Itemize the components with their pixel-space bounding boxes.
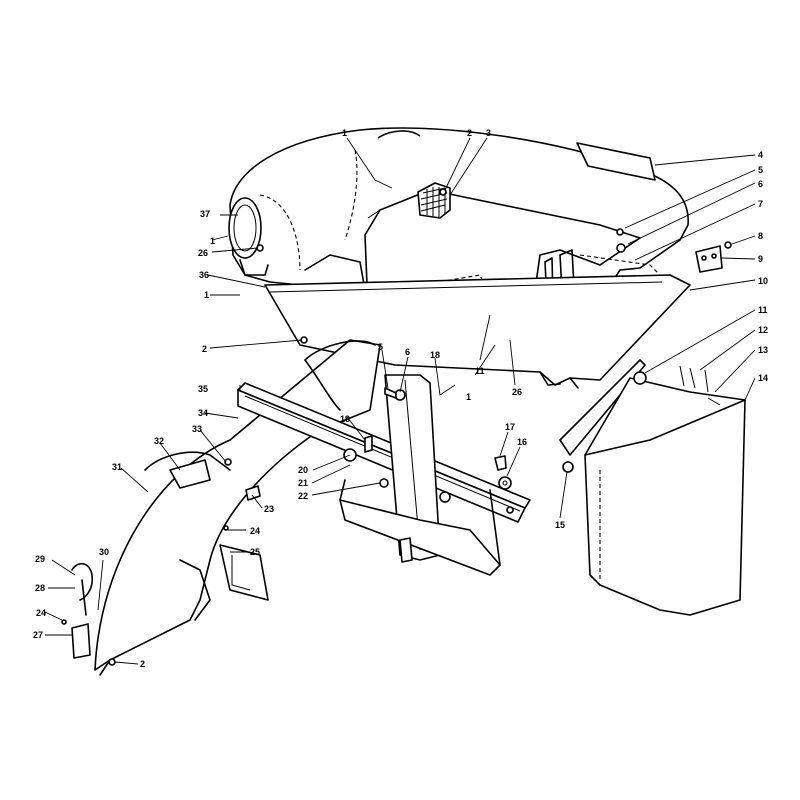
callout-4: 4 [758, 150, 763, 160]
bolt [224, 458, 232, 466]
callout-7: 7 [758, 199, 763, 209]
callout-29: 29 [35, 554, 45, 564]
rod-end [399, 537, 413, 563]
callout-27: 27 [33, 630, 43, 640]
clip [245, 485, 261, 501]
callout-5-repeat: 5 [378, 342, 383, 352]
callout-11: 11 [758, 305, 768, 315]
callout-1: 1 [342, 128, 347, 138]
hairpin-clip [71, 562, 94, 601]
callout-1-repeat: 1 [466, 392, 471, 402]
callout-28: 28 [35, 583, 45, 593]
support-channels [339, 374, 501, 576]
callout-34: 34 [198, 408, 208, 418]
callout-36: 36 [199, 270, 209, 280]
latch-plate [71, 623, 91, 659]
callout-18: 18 [430, 350, 440, 360]
callout-24-repeat: 24 [36, 608, 46, 618]
callout-6-repeat: 6 [405, 347, 410, 357]
callout-12: 12 [758, 325, 768, 335]
callout-5: 5 [758, 165, 763, 175]
callout-24: 24 [250, 526, 260, 536]
nut [724, 241, 732, 249]
callout-2-repeat: 2 [202, 344, 207, 354]
callout-13: 13 [758, 345, 768, 355]
screw [61, 619, 67, 625]
callout-26-repeat: 26 [198, 248, 208, 258]
nut [379, 478, 389, 488]
nut [562, 461, 574, 473]
rivet [439, 188, 447, 196]
angle-support [559, 359, 646, 456]
callout-labels: 1 2 3 4 5 6 7 8 9 10 11 12 13 14 15 16 1… [33, 128, 768, 669]
chute-label [169, 459, 211, 489]
callout-3: 3 [486, 128, 491, 138]
callout-22: 22 [298, 491, 308, 501]
bolt-head [439, 491, 451, 503]
fastener-nut [633, 371, 647, 385]
callout-15: 15 [555, 520, 565, 530]
callout-32: 32 [154, 436, 164, 446]
callout-31: 31 [112, 462, 122, 472]
decal-plate [576, 142, 656, 181]
deflector-flap [219, 544, 269, 601]
callout-33: 33 [192, 424, 202, 434]
callout-17: 17 [505, 422, 515, 432]
callout-11-repeat: 11 [475, 366, 485, 376]
callout-35: 35 [198, 384, 208, 394]
callout-16: 16 [517, 437, 527, 447]
callout-8: 8 [758, 231, 763, 241]
callout-1-repeat: 1 [210, 236, 215, 246]
callout-30: 30 [99, 547, 109, 557]
screw [223, 525, 229, 531]
callout-9: 9 [758, 254, 763, 264]
carriage-bolt [494, 455, 507, 471]
callout-37: 37 [200, 209, 210, 219]
washer [616, 243, 626, 253]
leader-lines [44, 137, 756, 665]
callout-2-repeat: 2 [140, 659, 145, 669]
callout-20: 20 [298, 465, 308, 475]
nut [108, 658, 116, 666]
callout-6: 6 [758, 179, 763, 189]
bolt-head [616, 228, 624, 236]
clip [364, 435, 373, 453]
bracket-plate [695, 245, 723, 273]
callout-21: 21 [298, 478, 308, 488]
callout-23: 23 [264, 504, 274, 514]
callout-1-repeat: 1 [204, 290, 209, 300]
callout-14: 14 [758, 373, 768, 383]
callout-26: 26 [512, 387, 522, 397]
callout-25: 25 [250, 547, 260, 557]
grass-catcher-bag [584, 365, 746, 616]
washer [498, 476, 512, 490]
callout-2: 2 [467, 128, 472, 138]
callout-10: 10 [758, 276, 768, 286]
callout-19: 19 [340, 414, 350, 424]
